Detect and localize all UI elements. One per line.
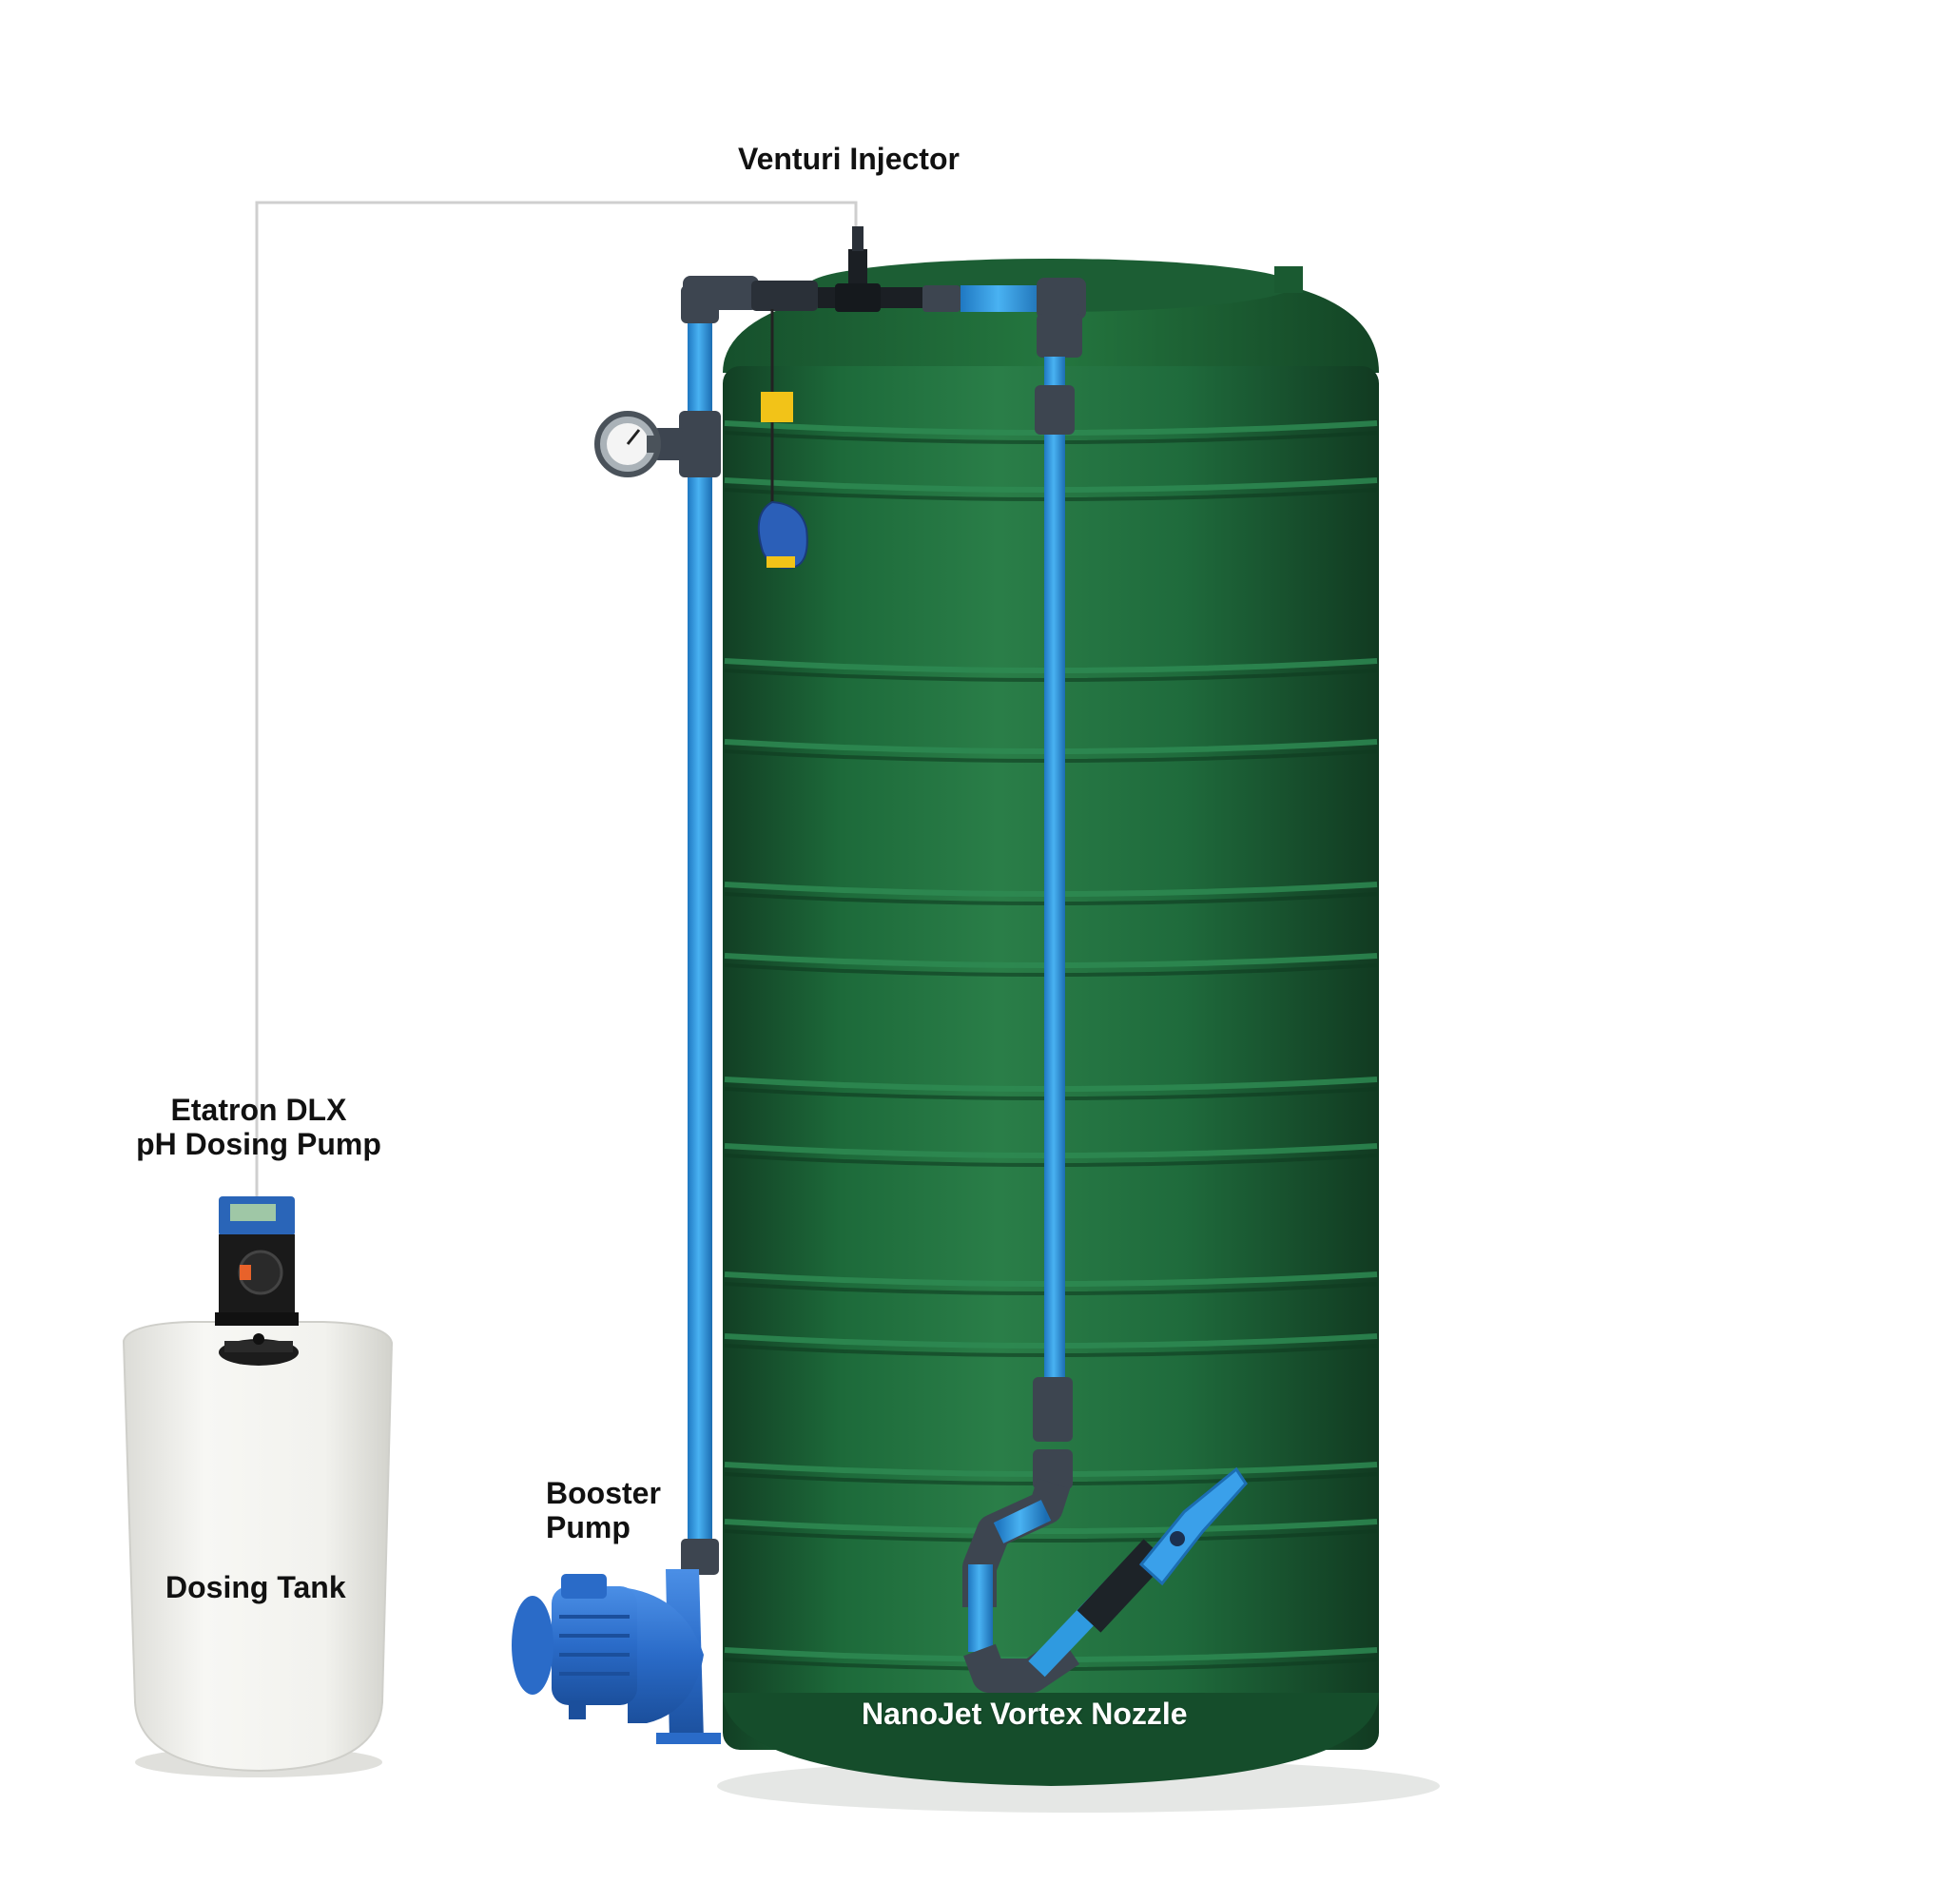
etatron-line-1: Etatron DLX bbox=[170, 1093, 347, 1127]
nanojet-nozzle-text: NanoJet Vortex Nozzle bbox=[862, 1697, 1188, 1731]
booster-pump-icon bbox=[512, 1569, 721, 1744]
dosing-tank-text: Dosing Tank bbox=[165, 1570, 346, 1604]
label-venturi-injector: Venturi Injector bbox=[738, 142, 960, 177]
label-booster-pump: Booster Pump bbox=[546, 1476, 661, 1545]
label-etatron-dosing-pump: Etatron DLX pH Dosing Pump bbox=[135, 1093, 382, 1162]
dosing-tank-icon bbox=[122, 1321, 394, 1777]
dosing-pump-icon bbox=[215, 1196, 299, 1326]
label-nanojet-nozzle: NanoJet Vortex Nozzle bbox=[862, 1697, 1188, 1732]
label-dosing-tank: Dosing Tank bbox=[165, 1570, 346, 1605]
etatron-line-2: pH Dosing Pump bbox=[136, 1126, 381, 1161]
venturi-injector-text: Venturi Injector bbox=[738, 142, 960, 176]
float-switch-icon bbox=[757, 309, 808, 570]
pressure-gauge-icon bbox=[594, 411, 661, 477]
return-pipe bbox=[962, 357, 1168, 1693]
riser-pipe bbox=[654, 276, 759, 1575]
storage-tank bbox=[717, 259, 1440, 1813]
booster-line-2: Pump bbox=[546, 1509, 631, 1544]
booster-line-1: Booster bbox=[546, 1476, 661, 1510]
dosing-line bbox=[255, 201, 858, 1196]
nanojet-nozzle-icon bbox=[1138, 1466, 1248, 1586]
venturi-injector-icon bbox=[835, 226, 881, 312]
